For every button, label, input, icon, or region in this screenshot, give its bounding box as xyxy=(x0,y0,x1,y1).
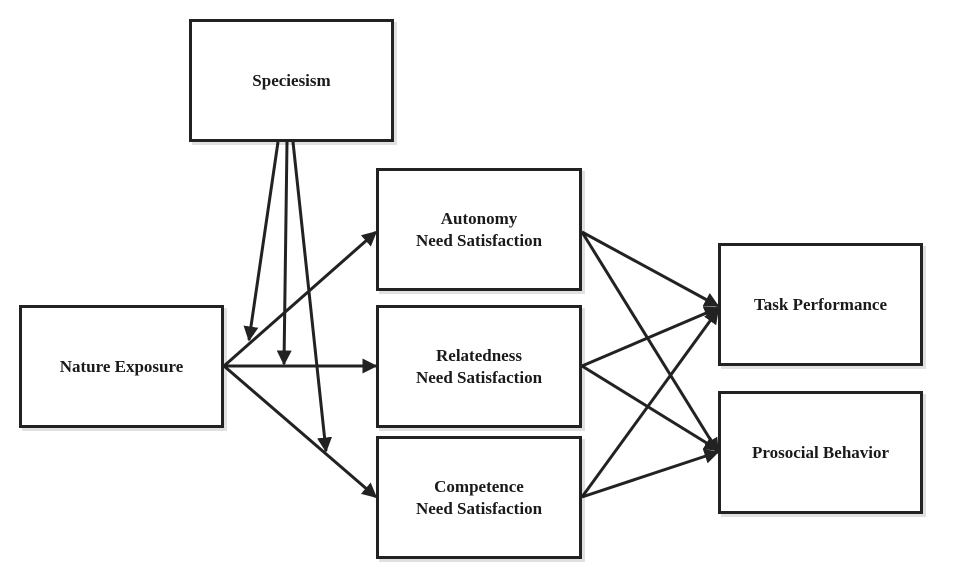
arrow-speciesism-to-autonomy-path xyxy=(243,141,280,342)
node-speciesism-label: Speciesism xyxy=(252,70,331,90)
node-nature-exposure-label: Nature Exposure xyxy=(59,356,184,376)
arrow-nature-to-autonomy xyxy=(223,230,378,368)
arrow-competence-to-prosocial xyxy=(581,449,720,499)
node-prosocial-behavior-label: Prosocial Behavior xyxy=(751,442,890,462)
node-task-performance-label: Task Performance xyxy=(754,294,887,314)
arrow-speciesism-to-competence-path xyxy=(291,141,333,453)
node-autonomy-need-satisfaction: Autonomy Need Satisfaction xyxy=(376,168,582,291)
node-speciesism: Speciesism xyxy=(189,19,394,142)
arrow-autonomy-to-task xyxy=(581,230,720,308)
arrow-nature-to-competence xyxy=(223,364,378,499)
node-autonomy-label: Autonomy Need Satisfaction xyxy=(415,208,543,250)
arrow-relatedness-to-prosocial xyxy=(581,364,720,452)
arrow-autonomy-to-prosocial xyxy=(580,231,720,454)
arrow-speciesism-to-relatedness-path xyxy=(276,141,292,366)
node-competence-need-satisfaction: Competence Need Satisfaction xyxy=(376,436,582,559)
node-nature-exposure: Nature Exposure xyxy=(19,305,224,428)
node-prosocial-behavior: Prosocial Behavior xyxy=(718,391,923,514)
node-relatedness-label: Relatedness Need Satisfaction xyxy=(415,345,543,387)
node-relatedness-need-satisfaction: Relatedness Need Satisfaction xyxy=(376,305,582,428)
node-task-performance: Task Performance xyxy=(718,243,923,366)
arrow-relatedness-to-task xyxy=(581,306,720,368)
node-competence-label: Competence Need Satisfaction xyxy=(415,476,543,518)
arrow-competence-to-task xyxy=(580,308,720,498)
